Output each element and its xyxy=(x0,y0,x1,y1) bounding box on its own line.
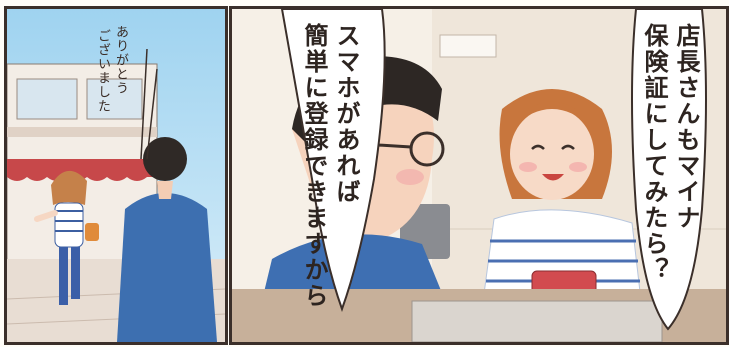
woman-speech-line2: 保険証にしてみたら？ xyxy=(640,23,668,283)
right-panel-illustration xyxy=(232,9,726,342)
left-panel-illustration xyxy=(7,9,225,342)
thanks-text-line1: ありがとう xyxy=(113,25,128,95)
right-panel: スマホがあれば 簡単に登録できますから 店長さんもマイナ 保険証にしてみたら？ xyxy=(229,6,729,345)
man-speech-line1: スマホがあれば xyxy=(332,23,360,205)
left-panel: ありがとう ございました xyxy=(4,6,228,345)
woman-speech-line1: 店長さんもマイナ xyxy=(672,23,700,231)
thanks-text-line2: ございました xyxy=(95,29,110,113)
man-speech-line2: 簡単に登録できますから xyxy=(300,23,328,309)
